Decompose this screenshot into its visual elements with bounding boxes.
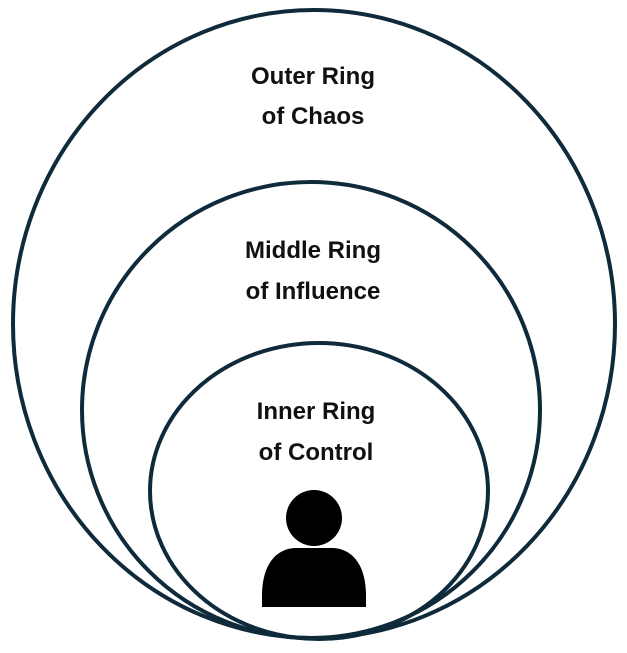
person-body — [262, 548, 366, 607]
outer-ring-label-line2: of Chaos — [262, 103, 365, 130]
inner-ring — [148, 341, 490, 641]
inner-ring-label-line1: Inner Ring — [257, 398, 376, 425]
outer-ring-label-line1: Outer Ring — [251, 63, 375, 90]
inner-ring-label-line2: of Control — [259, 439, 374, 466]
middle-ring-label-line1: Middle Ring — [245, 237, 381, 264]
middle-ring-label-line2: of Influence — [246, 278, 381, 305]
person-head — [286, 490, 342, 546]
person-icon — [262, 490, 366, 607]
